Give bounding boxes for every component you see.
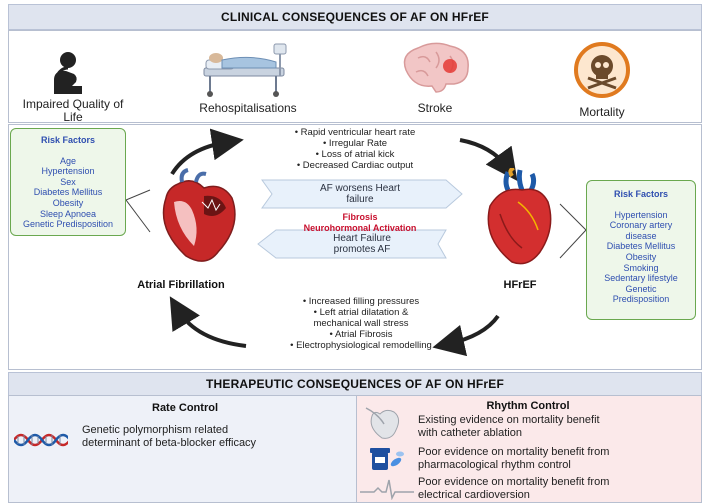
rhythm-line: pharmacological rhythm control [418,459,571,471]
consequence-label-mortality: Mortality [579,105,625,119]
hf-risk-item: Sedentary lifestyle [604,273,678,284]
brain-icon [403,42,469,93]
af-risk-item: Sleep Apnoea [39,208,97,219]
bullet-item: • Increased filling pressures [302,296,420,307]
rhythm-line: Existing evidence on mortality benefit [418,414,600,426]
arrow-top-left [170,128,244,176]
clinical-consequences-banner: CLINICAL CONSEQUENCES OF AF ON HFrEF [8,4,702,30]
rhythm-line: Poor evidence on mortality benefit from [418,446,610,458]
consequence-label-rehospitalisations: Rehospitalisations [199,101,297,115]
arrow-bottom-left [169,296,247,348]
hf-risk-item: Coronary artery [609,220,673,231]
rhythm-line: Poor evidence on mortality benefit from [418,476,610,488]
rhythm-line: with catheter ablation [418,427,522,439]
hf-risk-item: Obesity [625,251,657,262]
hf-risk-factors-title: Risk Factors [613,189,669,199]
rate-control-title: Rate Control [152,402,218,414]
hf-promotes-af-arrow-shape [257,229,447,259]
af-risk-factors-title: Risk Factors [40,135,96,145]
pill-bottle-icon [370,448,404,470]
hf-risk-item: Smoking [623,262,659,273]
hfref-heart-illustration [487,168,552,265]
mechanisms-label: Fibrosis Neurohormonal Activation [280,212,440,234]
arrow-top-right [459,138,518,181]
ecg-icon [360,479,414,500]
hf-risk-item: Genetic [625,283,657,294]
dna-icon [14,433,68,447]
bullet-item: • Decreased Cardiac output [296,160,414,171]
bullet-item: • Rapid ventricular heart rate [294,127,416,138]
af-risk-item: Obesity [52,197,84,208]
af-worsens-hf-arrow-shape [261,179,463,209]
rate-control-line: determinant of beta-blocker efficacy [82,437,257,449]
rate-control-line: Genetic polymorphism related [82,424,229,436]
arrow-text-line: promotes AF [333,244,391,255]
hf-risk-item: disease [625,230,657,241]
hospital-bed-icon [203,43,287,97]
hf-effects-bullets: • Increased filling pressures • Left atr… [250,296,472,351]
rhythm-item-pharmacological: Poor evidence on mortality benefit from … [418,446,698,472]
af-risk-item: Genetic Predisposition [22,219,114,230]
sad-person-icon [54,52,82,94]
af-worsens-hf-label: AF worsens Heart failure [280,183,440,205]
rhythm-control-panel [356,395,702,503]
consequence-label-stroke: Stroke [417,101,453,115]
bullet-item: • Irregular Rate [322,138,388,149]
arrow-bottom-right [432,314,500,357]
bullet-item: • Left atrial dilatation & [313,307,409,318]
af-risk-item: Diabetes Mellitus [33,187,103,198]
bullet-item: mechanical wall stress [313,318,409,329]
skull-crossbones-icon [574,42,630,98]
clinical-consequences-title: CLINICAL CONSEQUENCES OF AF ON HFrEF [221,10,489,24]
af-effects-bullets: • Rapid ventricular heart rate • Irregul… [250,127,460,171]
arrow-text-line: Heart Failure [333,233,391,244]
therapeutic-consequences-title: THERAPEUTIC CONSEQUENCES OF AF ON HFrEF [205,377,505,391]
af-heart-illustration [162,168,236,262]
hf-risk-factors-box: Risk Factors Hypertension Coronary arter… [586,180,696,320]
af-label: Atrial Fibrillation [137,279,225,291]
hf-risk-item: Predisposition [612,294,670,305]
arrow-text-line: failure [346,194,374,205]
hfref-label: HFrEF [503,279,537,291]
bullet-item: • Loss of atrial kick [315,149,395,160]
hf-promotes-af-label: Heart Failure promotes AF [282,233,442,255]
mechanism-neurohormonal: Neurohormonal Activation [303,223,417,233]
rhythm-control-title: Rhythm Control [486,400,570,412]
arrow-text-line: AF worsens Heart [319,183,401,194]
rhythm-line: electrical cardioversion [418,489,530,501]
therapeutic-consequences-banner: THERAPEUTIC CONSEQUENCES OF AF ON HFrEF [8,372,702,396]
af-risk-factors-box: Risk Factors Age Hypertension Sex Diabet… [10,128,126,236]
af-risk-item: Age [59,155,76,166]
rhythm-item-cardioversion: Poor evidence on mortality benefit from … [418,476,698,502]
heart-catheter-icon [365,407,400,439]
rhythm-item-catheter: Existing evidence on mortality benefit w… [418,414,698,440]
rate-control-panel [8,395,358,503]
af-risk-item: Hypertension [41,166,95,177]
bullet-item: • Atrial Fibrosis [329,329,393,340]
af-risk-item: Sex [60,176,76,187]
rate-control-text: Genetic polymorphism related determinant… [82,424,342,450]
hf-risk-item: Hypertension [614,209,668,220]
consequence-label-quality-of-life: Impaired Quality of Life [22,97,124,124]
mechanism-fibrosis: Fibrosis [342,212,378,222]
bullet-item: • Electrophysiological remodelling [290,340,432,351]
hf-risk-item: Diabetes Mellitus [606,241,676,252]
